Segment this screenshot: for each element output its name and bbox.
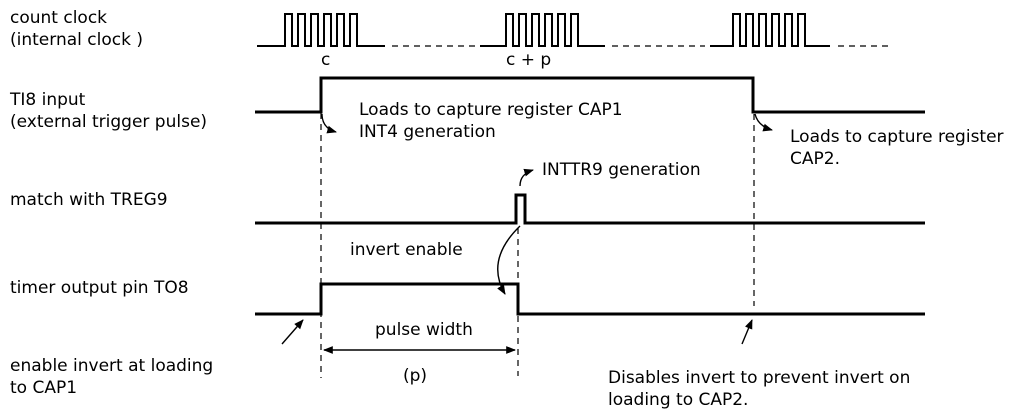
- marker-c-plus-p: c + p: [506, 50, 552, 70]
- annotation-disable-invert: Disables invert to prevent invert on: [608, 368, 911, 388]
- annotation-p: (p): [403, 366, 428, 386]
- annotation-loading-cap2: loading to CAP2.: [608, 390, 749, 410]
- annotation-cap2: CAP2.: [790, 149, 840, 169]
- label-match-treg9: match with TREG9: [10, 190, 168, 210]
- annotation-inttr9: INTTR9 generation: [542, 160, 701, 180]
- annotation-cap2-load: Loads to capture register: [790, 127, 1004, 147]
- arrow-invert-enable: [497, 225, 521, 295]
- label-external-trigger: (external trigger pulse): [10, 112, 208, 132]
- count-clock-waveform: [257, 13, 890, 47]
- annotation-cap1-load: Loads to capture register CAP1: [359, 100, 623, 120]
- arrow-cap2-load: [754, 113, 773, 132]
- label-internal-clock: (internal clock ): [10, 30, 143, 50]
- annotation-pulse-width: pulse width: [375, 320, 473, 340]
- label-enable-invert: enable invert at loading: [10, 356, 214, 376]
- label-count-clock: count clock: [10, 8, 108, 28]
- arrow-inttr9: [519, 168, 534, 187]
- arrow-enable-invert: [281, 319, 304, 345]
- label-timer-output: timer output pin TO8: [10, 278, 189, 298]
- arrow-disable-invert: [741, 319, 753, 345]
- annotation-int4: INT4 generation: [359, 122, 496, 142]
- marker-c: c: [321, 50, 331, 70]
- match-treg9-waveform: [255, 193, 925, 225]
- arrow-cap1-load: [321, 113, 337, 134]
- label-to-cap1: to CAP1: [10, 378, 78, 398]
- ti8-input-waveform: [255, 76, 925, 114]
- label-ti8-input: TI8 input: [10, 90, 86, 110]
- timer-output-waveform: [255, 282, 925, 316]
- annotation-invert-enable: invert enable: [350, 240, 463, 260]
